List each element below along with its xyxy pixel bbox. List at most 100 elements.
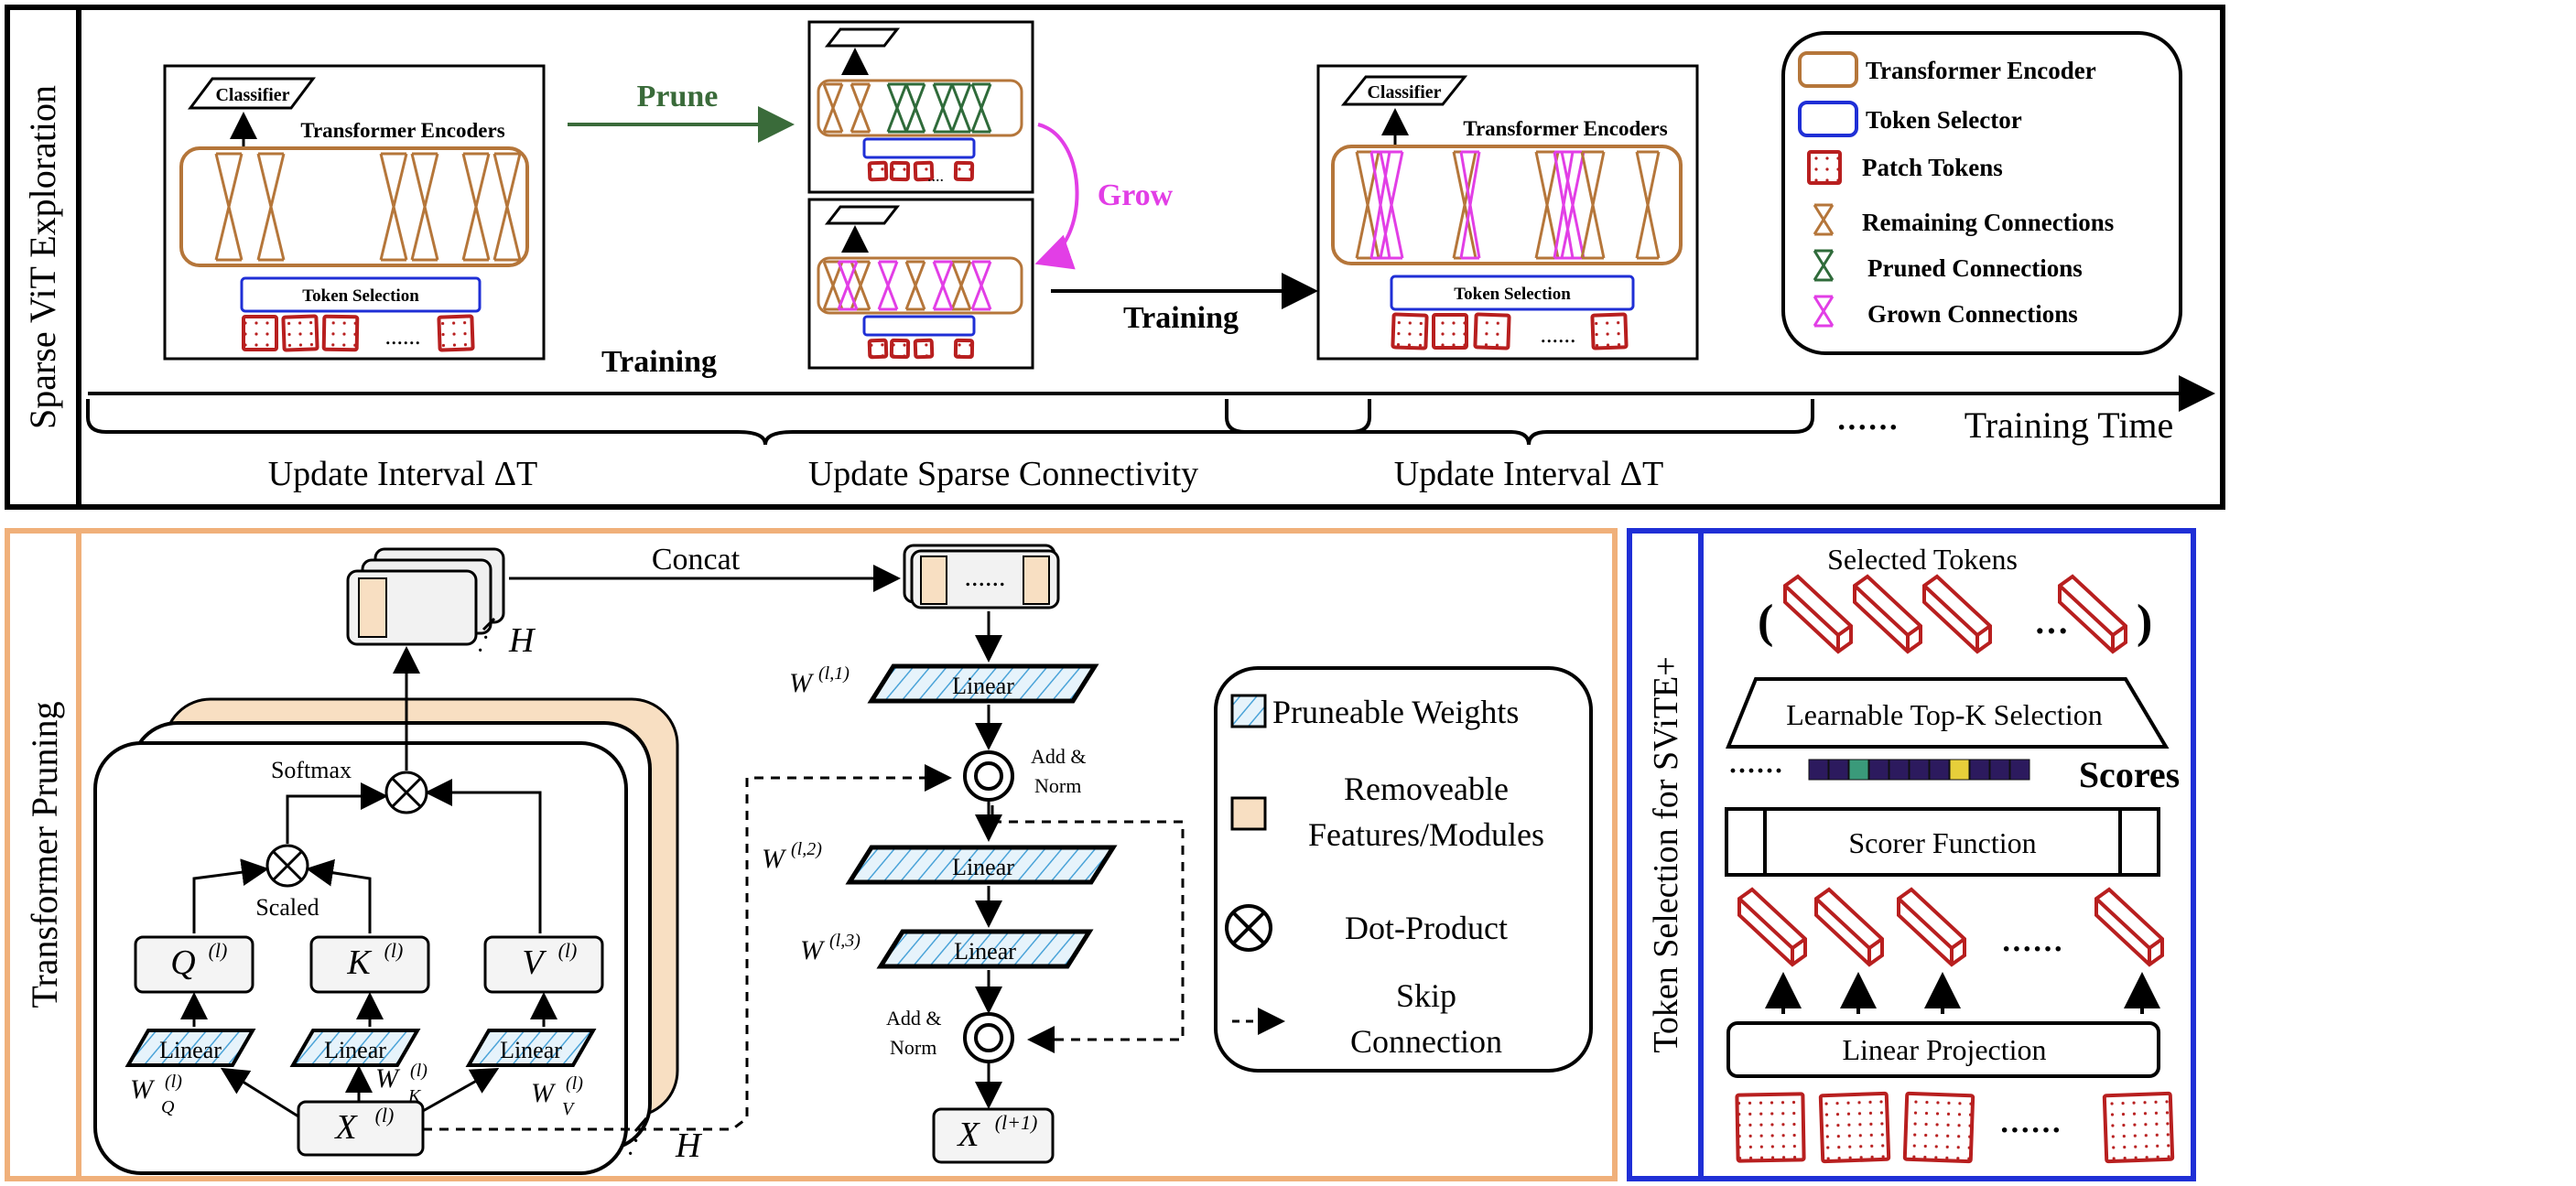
concat-dots: ...... [965,562,1006,592]
linear-k-label: Linear [324,1037,386,1063]
mini-grown-patch-2 [913,338,935,360]
left-patch-3 [437,314,475,352]
right-connection-0 [1355,150,1380,260]
mini-pruned-cut-4 [970,82,992,134]
wq-sub: Q [161,1097,175,1117]
legend-dot-product-x2 [1232,911,1265,944]
grow-arrow [1034,123,1079,270]
legend-skip-2: Connection [1350,1023,1502,1060]
mini-grown-selector [862,315,976,337]
softmax-in-arrow [286,782,388,844]
left-token-selection-box [240,276,482,313]
mini-grown-encoder [817,256,1023,315]
add-norm-top-2: Norm [1034,774,1081,797]
score-cell-6 [1929,759,1950,781]
mini-pruned-rem-1 [850,82,871,134]
mini-pruned-box [807,20,1034,194]
top-panel: Sparse ViT Exploration Classifier Transf… [5,5,2225,510]
legend-patch-swatch-shape [1807,150,1842,185]
legend-selector-swatch [1798,101,1858,137]
selected-dots: ··· [2034,612,2069,651]
right-connection-3 [1534,150,1560,260]
mini-grown-classifier [824,205,901,225]
score-cell-2 [1848,759,1869,781]
x-output-box [932,1107,1055,1164]
timeline-sparse: Update Sparse Connectivity [808,455,1198,493]
topk-box [1726,677,2170,749]
w2-sup: (l,2) [791,839,822,859]
linear-w1-box [867,663,1099,704]
legend-pruned-icon [1813,249,1835,282]
right-token-selection-label: Token Selection [1454,285,1571,304]
selected-token-1-edge [1853,584,1922,652]
pruning-panel: Transformer Pruning · · H Concat ...... [5,528,1618,1181]
q-sup: (l) [209,939,228,962]
left-patch-2 [321,314,360,352]
legend-encoder-swatch [1798,51,1858,88]
linear-w2-box [845,845,1118,885]
mini-pruned-cut-2 [932,82,954,134]
linear-projection-box [1726,1021,2160,1078]
input-patch-3 [2102,1091,2175,1164]
left-classifier-label: Classifier [215,85,289,105]
q-to-scaled-arrow [192,858,269,933]
timeline-interval-2: Update Interval ΔT [1394,455,1664,493]
concat-slice-right [1023,555,1050,605]
left-patch-dots: ...... [385,323,421,350]
mini-pruned-patches [867,160,975,182]
mini-pruned-selector [862,137,976,159]
k-label: K [346,943,372,982]
legend-pruneable-label: Pruneable Weights [1272,694,1519,730]
k-sup: (l) [384,939,404,962]
right-patch-0 [1391,312,1429,350]
left-connections [214,152,522,262]
wq-sup: (l) [165,1072,182,1092]
selected-tokens-label: Selected Tokens [1827,543,2018,576]
mini-grown-new-3 [970,260,992,311]
pruning-side-strip [5,528,81,1181]
score-cell-10 [2009,759,2030,781]
input-patch-1 [1818,1091,1891,1164]
input-token-1-edge [1814,897,1884,965]
selected-paren-open: ( [1758,596,1773,648]
w3-sup: (l,3) [829,931,860,951]
top-legend-box [1781,31,2182,355]
skip-connection-1 [423,764,952,1131]
mini-pruned-cut-0 [886,82,908,134]
legend-pruneable-swatch [1230,694,1267,728]
w1-sup: (l,1) [818,663,850,684]
wq-label: W [130,1074,156,1105]
x-output-sup: (l+1) [995,1111,1038,1134]
head-dots-sep-2: · [476,637,484,665]
input-patch-tokens [1735,1091,2175,1164]
score-cell-5 [1909,759,1930,781]
concat-output [910,549,1060,609]
v-to-dot-arrow [425,779,542,933]
linear-projection-label: Linear Projection [1842,1033,2046,1066]
mini-pruned-rem-0 [822,82,844,134]
v-box [483,935,604,994]
score-cell-9 [1989,759,2010,781]
selected-paren-close: ) [2137,596,2152,648]
w3-label: W [800,935,826,965]
v-sup: (l) [558,939,578,962]
mini-grown-rem-1 [850,260,871,311]
mini-grown-connections [822,260,992,311]
right-patch-1 [1432,313,1468,350]
mini-grown-patches [867,338,975,360]
right-encoders-label: Transformer Encoders [1463,117,1667,140]
scaled-label: Scaled [255,894,319,921]
mini-grown-new-2 [932,260,954,311]
linear-q-label: Linear [159,1037,222,1063]
left-model: Classifier Transformer Encoders Token Se… [163,64,546,361]
right-patch-tokens [1391,312,1629,350]
left-encoder-box [179,146,529,267]
head-count-top: H [508,621,536,660]
linear-v-label: Linear [500,1037,562,1063]
mini-grown-rem-0 [822,260,844,311]
softmax-label: Softmax [271,757,352,783]
legend-pruned-label: Pruned Connections [1867,254,2083,282]
score-cell-7 [1949,759,1970,781]
right-connection-4 [1560,150,1586,260]
x-input-sup: (l) [375,1104,395,1127]
